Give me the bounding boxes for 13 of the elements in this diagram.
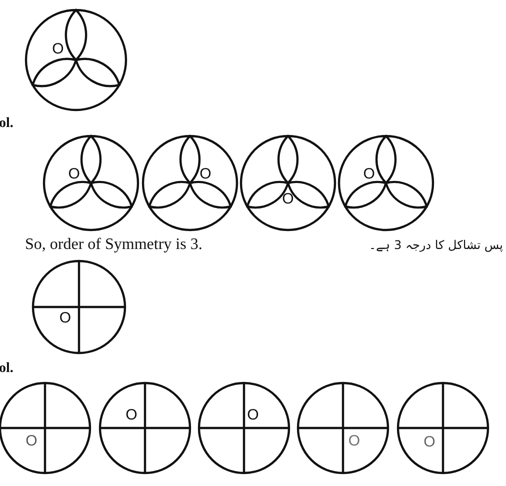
- letter-label: O: [247, 408, 259, 423]
- letter-label: O: [52, 42, 64, 56]
- letter-label: O: [68, 166, 80, 182]
- letter-label: O: [348, 433, 360, 448]
- letter-label: O: [126, 408, 138, 423]
- letter-label: O: [363, 166, 375, 182]
- answer-sentence: So, order of Symmetry is 3.: [25, 236, 202, 254]
- letter-label: O: [282, 191, 294, 206]
- urdu-answer-sentence: پس تشاکل کا درجہ 3 ہے۔: [369, 238, 503, 252]
- letter-label: O: [424, 434, 436, 449]
- letter-label: O: [26, 433, 38, 448]
- letter-label: O: [59, 310, 72, 326]
- letter-label: O: [200, 166, 212, 182]
